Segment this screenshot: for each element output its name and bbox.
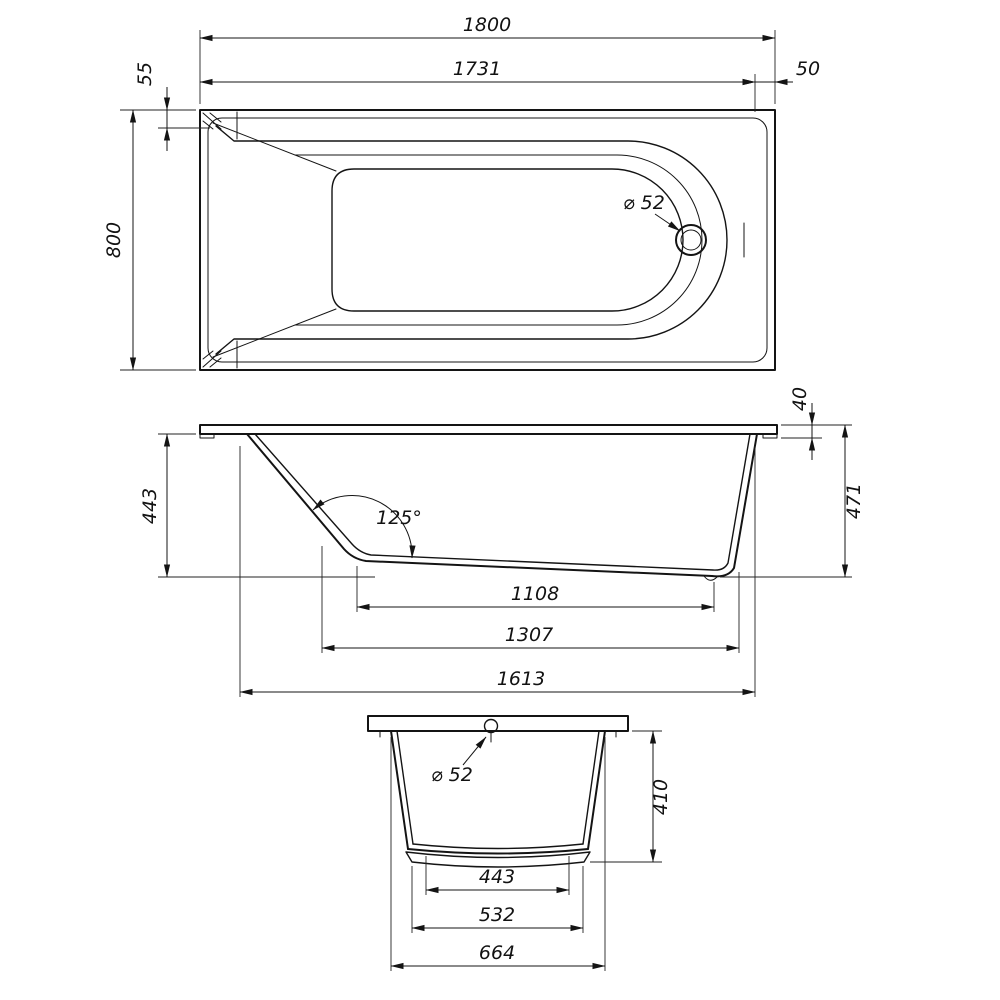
side-view: 125° 40 443 471 1108 1307: [139, 387, 865, 697]
dim-rim-drop: 40: [781, 387, 852, 460]
dim-base-width-label: 532: [479, 904, 515, 926]
dim-base-length-label: 1613: [497, 668, 545, 690]
end-outer-bottom: [407, 848, 589, 855]
drain-inner-circle: [680, 229, 702, 251]
end-view: ⌀ 52 410 443 532 664: [367, 715, 672, 971]
dim-body-height: 410: [590, 730, 672, 863]
dim-overall-length-label: 1800: [463, 14, 511, 36]
dim-body-height-label: 410: [650, 779, 672, 815]
dim-lower-length: 1307: [321, 546, 740, 653]
dim-overall-width: 800: [103, 109, 196, 371]
end-outer-wall-right: [587, 730, 606, 850]
dim-depth-front-label: 443: [139, 488, 161, 524]
corner-fillet-hatch: [202, 112, 222, 368]
dim-depth-front: 443: [139, 433, 375, 578]
end-inner-bottom: [412, 843, 584, 850]
dim-base-width: 532: [411, 866, 584, 933]
basin-mid-contour: [294, 154, 703, 326]
dim-floor-length-label: 1108: [511, 583, 559, 605]
dim-left-inset: 55: [120, 62, 210, 151]
top-view: 1800 1731 50 55 800 ⌀ 52: [103, 14, 820, 371]
tub-end-outline: [367, 715, 629, 868]
drain-outer-circle: [675, 224, 707, 256]
rim-joint-ticks: [236, 111, 745, 369]
basin-floor-contour: [331, 168, 684, 312]
dim-backrest-angle-label: 125°: [376, 507, 422, 529]
dim-depth-back: 471: [720, 424, 865, 578]
dim-lower-length-label: 1307: [505, 624, 553, 646]
end-inner-walls: [396, 730, 600, 845]
tub-outer-rect: [199, 109, 776, 371]
dim-right-inset-label: 50: [796, 58, 820, 80]
dim-upper-length: 1731: [199, 58, 756, 112]
rim-end-section: [367, 715, 629, 732]
dim-drain-top: ⌀ 52: [623, 192, 681, 232]
dim-floor-width-label: 443: [479, 866, 515, 888]
dim-floor-length: 1108: [356, 566, 715, 612]
basin-upper-contour: [215, 125, 728, 355]
dim-backrest-angle: 125°: [312, 495, 422, 559]
dim-drain-top-label: ⌀ 52: [623, 192, 665, 214]
rim-section: [199, 424, 778, 435]
dim-lower-width: 664: [390, 737, 606, 971]
backrest-slope-lines: [212, 122, 337, 358]
rim-end-lips: [379, 730, 617, 738]
dim-depth-back-label: 471: [843, 483, 865, 519]
dim-base-length: 1613: [239, 446, 756, 697]
end-outer-wall-left: [390, 730, 409, 850]
body-inner-wall: [254, 433, 751, 571]
dim-floor-width: 443: [425, 856, 570, 895]
dim-drain-end-label: ⌀ 52: [431, 764, 473, 786]
rim-lips: [199, 433, 778, 439]
dim-overall-width-label: 800: [103, 222, 125, 258]
tub-plan-outline: [199, 109, 776, 371]
dim-rim-drop-label: 40: [789, 387, 811, 411]
body-outer-wall: [246, 433, 758, 578]
tub-side-outline: [199, 424, 778, 581]
base-ring: [405, 851, 591, 868]
dim-lower-width-label: 664: [479, 942, 515, 964]
dim-right-inset: 50: [739, 58, 820, 86]
dim-drain-end: ⌀ 52: [431, 736, 487, 786]
dim-left-inset-label: 55: [134, 62, 156, 86]
dim-upper-length-label: 1731: [453, 58, 501, 80]
dim-overall-length: 1800: [199, 14, 776, 104]
tub-rim-inner: [207, 117, 768, 363]
drain-bump: [703, 575, 718, 581]
